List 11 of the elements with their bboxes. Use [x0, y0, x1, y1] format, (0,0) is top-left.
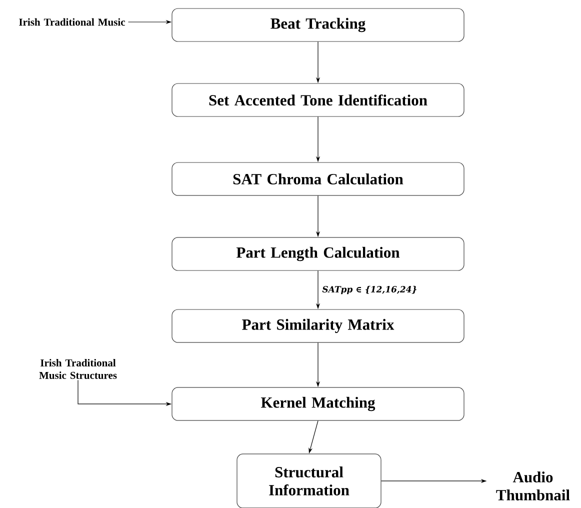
output-label: Audio Thumbnail [496, 472, 570, 500]
process-box: SAT Chroma Calculation [172, 162, 464, 196]
process-box: Kernel Matching [172, 387, 464, 421]
edge-label: SATpp ∈ {12,16,24} [321, 284, 418, 296]
process-box: Set Accented Tone Identification [172, 83, 464, 117]
process-box: Structural Information [236, 454, 382, 508]
process-box: Beat Tracking [172, 8, 464, 42]
process-box: Part Similarity Matrix [172, 309, 464, 343]
input-label: Irish Traditional Music Structures [39, 359, 117, 379]
input-label: Irish Traditional Music [19, 18, 126, 26]
process-box: Part Length Calculation [172, 237, 464, 271]
